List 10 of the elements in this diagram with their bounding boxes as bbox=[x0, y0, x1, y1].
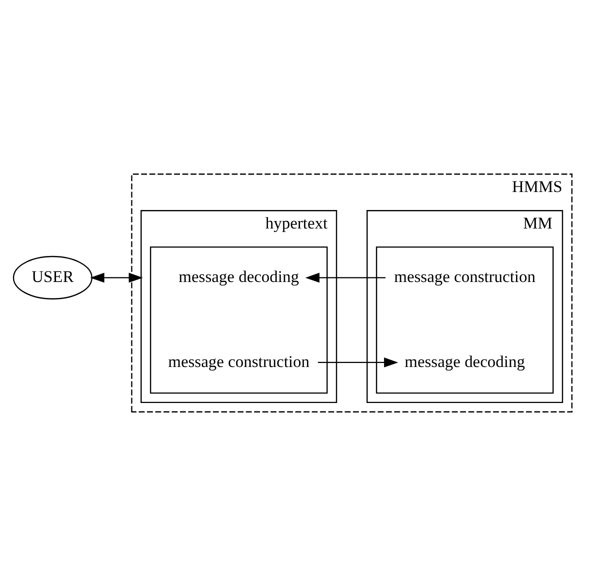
arrow bbox=[90, 272, 143, 282]
cluster bbox=[376, 246, 554, 394]
node-text: message construction bbox=[394, 266, 536, 286]
node-text: message decoding bbox=[404, 351, 525, 370]
node-ellipse: USER bbox=[12, 255, 92, 299]
node-text: message construction bbox=[168, 351, 310, 370]
arrow bbox=[318, 357, 398, 367]
node-text: message decoding bbox=[178, 266, 299, 286]
arrow bbox=[305, 272, 386, 282]
cluster bbox=[150, 246, 328, 394]
